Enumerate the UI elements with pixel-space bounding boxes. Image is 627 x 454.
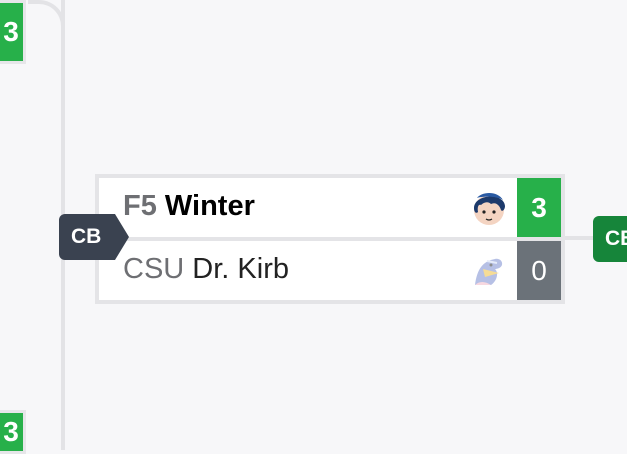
player-score: 0 [517, 241, 561, 300]
player-team-tag: CSU [123, 253, 185, 285]
match-player-row[interactable]: F5 Winter 3 [99, 178, 561, 241]
falco-character-icon [475, 258, 503, 285]
marth-character-icon [474, 193, 505, 225]
bracket-connector-out [565, 236, 595, 240]
player-tag-name: Dr. Kirb [192, 253, 289, 285]
player-name: F5 Winter [123, 190, 255, 223]
next-round-badge: CB [593, 216, 627, 262]
player-score: 3 [517, 178, 561, 237]
player-tag-name: Winter [164, 190, 255, 222]
match-card[interactable]: F5 Winter 3 CSU Dr. Kirb 0 [95, 174, 565, 304]
player-name: CSU Dr. Kirb [123, 253, 289, 286]
round-badge: CB [59, 214, 129, 260]
previous-match-top-score: 3 [0, 0, 26, 64]
player-team-tag: F5 [123, 190, 157, 222]
match-player-row[interactable]: CSU Dr. Kirb 0 [99, 241, 561, 300]
bracket-connector-bottom [28, 430, 65, 434]
bracket-connector-top-curve [28, 0, 65, 30]
previous-match-bottom-score: 3 [0, 410, 26, 454]
